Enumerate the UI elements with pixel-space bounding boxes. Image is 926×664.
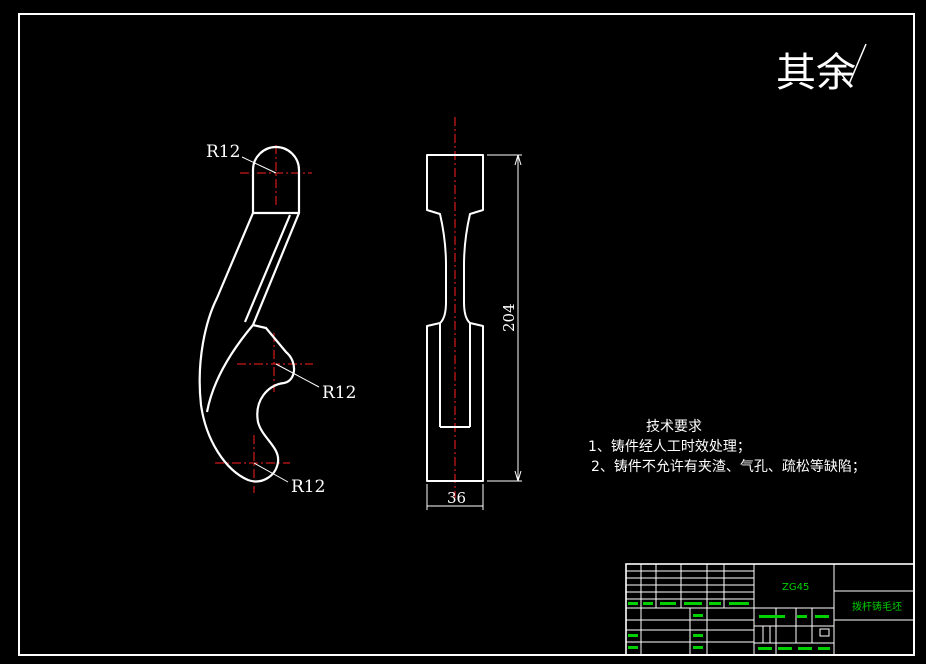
tech-req-item-2: 2、铸件不允许有夹渣、气孔、疏松等缺陷； — [591, 458, 866, 475]
height-dimension-value: 204 — [500, 303, 518, 332]
lever-part-view: R12 R12 R12 — [198, 142, 356, 497]
width-dimension-value: 36 — [447, 489, 466, 507]
drawing-name-label: 拨杆铸毛坯 — [852, 600, 902, 613]
height-dimension — [487, 154, 522, 482]
drawing-border — [18, 13, 915, 656]
lever-outline — [198, 145, 301, 483]
tech-req-item-1: 1、铸件经人工时效处理； — [588, 439, 751, 455]
radius-label-bottom: R12 — [291, 477, 325, 497]
material-label: ZG45 — [782, 582, 809, 593]
roughness-symbol — [835, 43, 867, 86]
title-block-marks — [628, 602, 830, 650]
side-view: 204 36 — [426, 117, 522, 510]
width-dimension — [426, 484, 484, 510]
title-block — [625, 563, 915, 656]
radius-label-middle: R12 — [322, 383, 356, 403]
tech-req-title: 技术要求 — [646, 419, 702, 435]
roughness-note: 其余 — [776, 50, 856, 96]
side-view-outline — [426, 154, 484, 482]
lever-leaders — [241, 156, 320, 483]
technical-requirements: 技术要求 1、铸件经人工时效处理； 2、铸件不允许有夹渣、气孔、疏松等缺陷； — [588, 419, 866, 475]
radius-label-top: R12 — [206, 142, 240, 162]
